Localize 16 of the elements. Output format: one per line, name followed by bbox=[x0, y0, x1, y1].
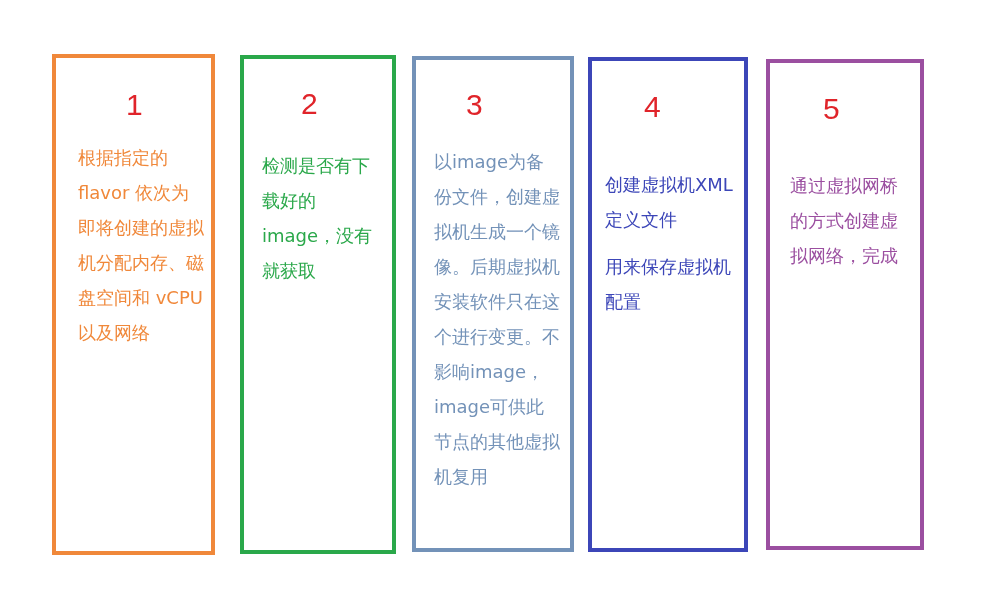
step-box bbox=[412, 56, 574, 552]
step-number: 4 bbox=[644, 92, 661, 122]
step-description: 根据指定的flavor 依次为即将创建的虚拟机分配内存、磁盘空间和 vCPU以及网络 bbox=[78, 146, 205, 345]
step-number: 2 bbox=[301, 89, 318, 119]
step-box bbox=[588, 57, 748, 552]
step-description: 用来保存虚拟机配置 bbox=[605, 255, 732, 314]
step-description: 以image为备份文件，创建虚拟机生成一个镜像。后期虚拟机安装软件只在这个进行变更。不影响image，image可供此节点的其他虚拟机复用 bbox=[434, 150, 560, 489]
step-box bbox=[766, 59, 924, 550]
step-number: 3 bbox=[466, 90, 483, 120]
step-box bbox=[52, 54, 215, 555]
step-description: 检测是否有下载好的image，没有就获取 bbox=[262, 154, 374, 283]
step-description: 创建虚拟机XML定义文件 bbox=[605, 173, 734, 232]
step-number: 5 bbox=[823, 94, 840, 124]
step-description: 通过虚拟网桥的方式创建虚拟网络，完成 bbox=[790, 174, 899, 268]
step-number: 1 bbox=[126, 90, 143, 120]
step-box bbox=[240, 55, 396, 554]
